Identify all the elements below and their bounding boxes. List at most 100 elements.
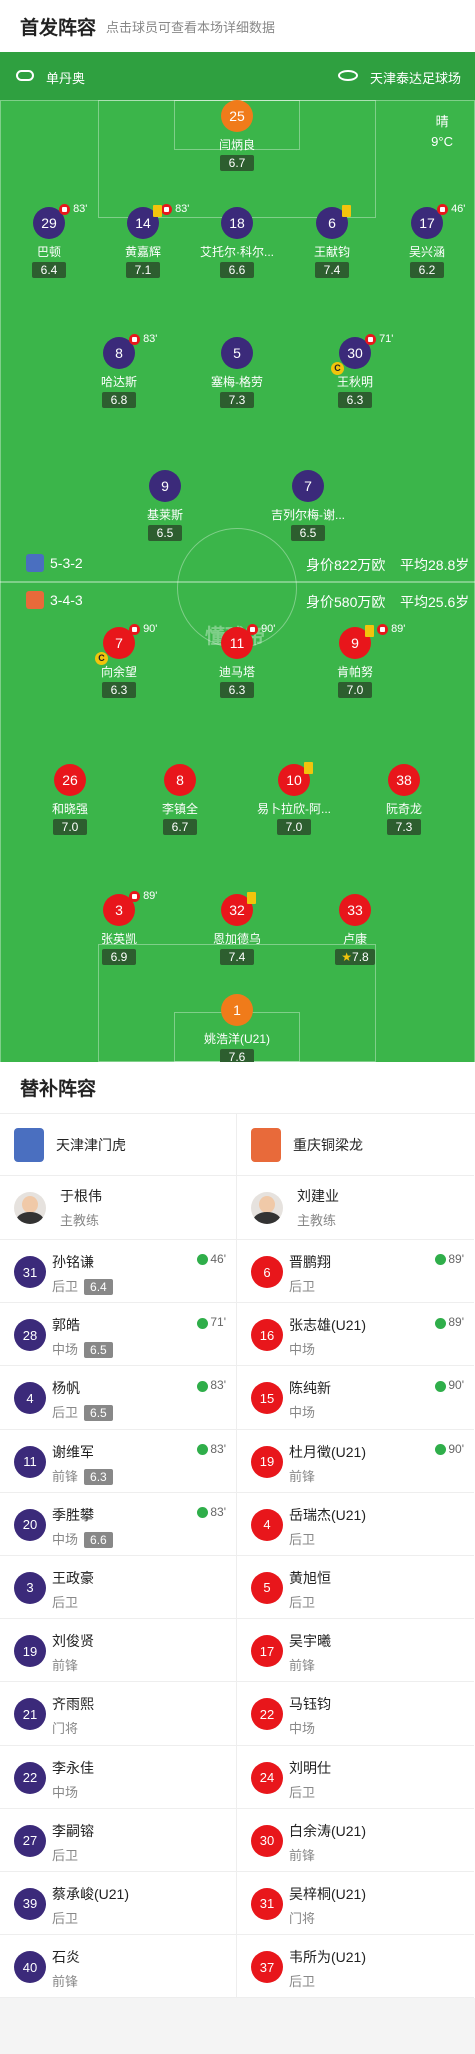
sub-name: 李嗣镕 [52,1822,94,1839]
player-home[interactable]: 6 王献钧 7.4 [277,205,387,279]
player-number: 10 [286,772,302,788]
player-name: 卢康 [342,932,367,946]
sub-position: 后卫 [52,1847,79,1863]
home-coach[interactable]: 于根伟主教练 [0,1176,236,1240]
sub-off-marker: 71' [365,333,393,345]
player-number: 5 [221,337,253,369]
player-home[interactable]: 18 艾托尔·科尔... 6.6 [182,207,292,279]
sub-position: 门将 [289,1910,316,1926]
sub-on-marker: 71' [197,1315,226,1329]
player-away[interactable]: 38 阮奇龙 7.3 [349,764,459,836]
player-home[interactable]: 9 基莱斯 6.5 [110,470,220,542]
sub-off-icon [129,890,140,902]
player-away[interactable]: 10 易卜拉欣-阿... 7.0 [239,762,349,836]
sub-name: 黄旭恒 [289,1569,331,1586]
player-name: 塞梅-格劳 [211,375,263,389]
player-rating: 7.0 [53,819,87,835]
player-home[interactable]: 5 塞梅-格劳 7.3 [182,337,292,409]
player-away[interactable]: 8 李镇全 6.7 [125,764,235,836]
player-number: 8 [164,764,196,796]
away-coach[interactable]: 刘建业主教练 [237,1176,474,1240]
player-home[interactable]: 7 吉列尔梅-谢... 6.5 [253,470,363,542]
player-away[interactable]: 33 卢康 ★7.8 [300,894,410,966]
sub-number: 11 [14,1445,46,1478]
player-number: 9 [149,470,181,502]
coach-name: 于根伟 [60,1188,102,1204]
subs-title: 替补阵容 [0,1062,475,1114]
player-away[interactable]: 3 89' 张英凯 6.9 [64,890,174,966]
player-rating: 7.0 [338,682,372,698]
sub-position: 后卫 [52,1910,79,1926]
sub-on-marker: 89' [435,1252,464,1266]
sub-off-icon [161,203,172,215]
yellow-card-icon [153,205,162,217]
player-home-gk[interactable]: 25 闫炳良 6.7 [182,100,292,172]
player-home[interactable]: 29 83' 巴顿 6.4 [0,203,104,279]
weather-condition: 晴 [435,114,449,129]
player-name: 张英凯 [100,932,137,946]
yellow-card-icon [247,892,256,904]
sub-off-icon [129,333,140,345]
player-name: 姚浩洋(U21) [203,1032,270,1046]
player-away[interactable]: 32 恩加德乌 7.4 [182,892,292,966]
player-number: 6 [328,215,336,231]
home-team-row[interactable]: 天津津门虎 [0,1114,236,1176]
sub-number: 31 [14,1256,46,1288]
coach-avatar [14,1191,46,1224]
sub-position: 中场 [289,1342,316,1358]
player-away[interactable]: 7 90'C 向余望 6.3 [64,623,174,699]
sub-name: 陈纯新 [289,1380,331,1397]
sub-number: 3 [14,1571,46,1604]
player-home[interactable]: 8 83' 哈达斯 6.8 [64,333,174,409]
sub-number: 40 [14,1951,46,1984]
player-away-gk[interactable]: 1 姚浩洋(U21) 7.6 [182,994,292,1062]
weather: 晴 9°C [431,112,453,152]
coach-name: 刘建业 [297,1188,339,1204]
player-away[interactable]: 9 89' 肯帕努 7.0 [300,623,410,699]
player-rating: 7.3 [387,819,421,835]
sub-off-marker: 46' [437,203,465,215]
lineup-title: 首发阵容 [20,17,97,39]
away-team-row[interactable]: 重庆铜梁龙 [237,1114,474,1176]
sub-number: 27 [14,1824,46,1857]
player-home[interactable]: 17 46' 吴兴涵 6.2 [372,203,475,279]
sub-off-marker: 90' [129,623,157,635]
lineup-header: 首发阵容 点击球员可查看本场详细数据 [0,0,475,52]
sub-number: 15 [251,1382,283,1415]
sub-player-row[interactable]: 27 李嗣镕后卫 [0,1809,236,1872]
player-name: 艾托尔·科尔... [200,245,274,259]
player-rating: 6.8 [102,392,136,408]
player-away[interactable]: 11 90' 迪马塔 6.3 [182,623,292,699]
player-home[interactable]: 14 83' 黄嘉辉 7.1 [88,203,198,279]
player-name: 和晓强 [51,802,88,816]
sub-position: 中场 [52,1784,79,1800]
player-name: 闫炳良 [218,138,255,152]
sub-name: 刘明仕 [289,1759,331,1776]
player-away[interactable]: 26 和晓强 7.0 [15,764,125,836]
player-home[interactable]: 30 71'C 王秋明 6.3 [300,333,410,409]
